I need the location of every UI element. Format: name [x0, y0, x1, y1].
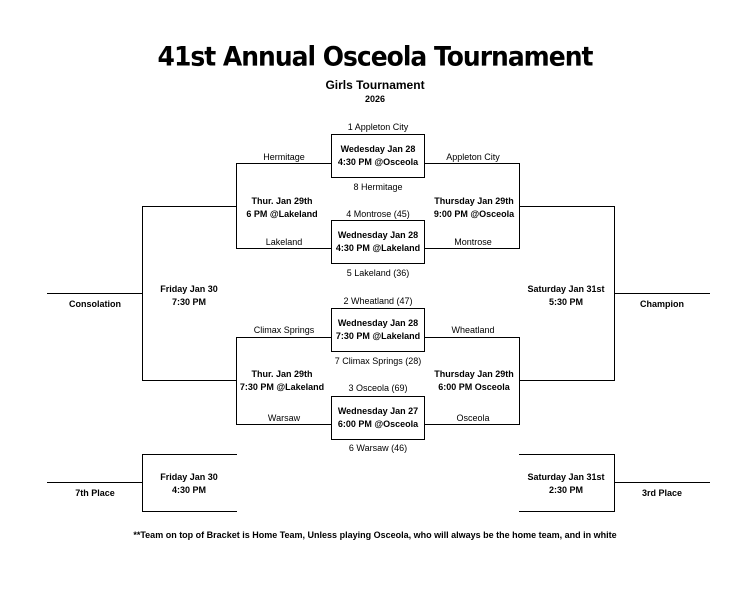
third-time: 2:30 PM — [548, 485, 583, 495]
game-4-date: Wednesday Jan 27 — [337, 406, 419, 416]
champion-label: Champion — [640, 299, 684, 309]
tournament-subtitle: Girls Tournament — [325, 78, 425, 92]
semi-left-top: Thur. Jan 29th 6 PM @Lakeland — [182, 195, 382, 221]
game-2-time: 4:30 PM @Lakeland — [335, 243, 421, 253]
semi-left-bottom: Thur. Jan 29th 7:30 PM @Lakeland — [182, 368, 382, 394]
line-g4-left — [236, 424, 332, 426]
seed-team-bottom-1: 8 Hermitage — [353, 182, 403, 192]
left-label-2: Lakeland — [265, 237, 303, 247]
seed-team-top-4: 3 Osceola (69) — [348, 383, 408, 393]
line-g3-left — [236, 337, 332, 339]
line-left-top-out — [142, 206, 237, 208]
semi-left-top-date: Thur. Jan 29th — [251, 196, 313, 206]
game-3-time: 7:30 PM @Lakeland — [335, 331, 421, 341]
seventh-place-label: 7th Place — [75, 488, 115, 498]
seed-team-top-3: 2 Wheatland (47) — [343, 296, 413, 306]
right-label-2: Montrose — [454, 237, 492, 247]
seed-team-top-2: 4 Montrose (45) — [346, 209, 410, 219]
line-left-bottom-out — [142, 380, 237, 382]
game-2-date: Wednesday Jan 28 — [337, 230, 419, 240]
consolation-game: Friday Jan 30 7:30 PM — [89, 283, 289, 309]
line-g2-right — [424, 248, 520, 250]
seventh-time: 4:30 PM — [171, 485, 206, 495]
left-label-3: Climax Springs — [253, 325, 315, 335]
seed-team-top-1: 1 Appleton City — [347, 122, 409, 132]
champion-time: 5:30 PM — [548, 297, 583, 307]
semi-right-top: Thursday Jan 29th 9:00 PM @Osceola — [374, 195, 574, 221]
champion-game: Saturday Jan 31st 5:30 PM — [466, 283, 666, 309]
game-box-1: Wedesday Jan 28 4:30 PM @Osceola — [331, 134, 425, 178]
game-4-time: 6:00 PM @Osceola — [337, 419, 419, 429]
line-g1-right — [424, 163, 520, 165]
line-g3-right — [424, 337, 520, 339]
seventh-date: Friday Jan 30 — [160, 472, 218, 482]
third-place-label: 3rd Place — [641, 488, 683, 498]
line-right-top-out — [519, 206, 615, 208]
line-third-out — [614, 482, 710, 484]
semi-right-bottom-time: 6:00 PM Osceola — [438, 382, 510, 392]
line-third-top — [519, 454, 615, 456]
tournament-title: 41st Annual Osceola Tournament — [157, 40, 594, 73]
third-game: Saturday Jan 31st 2:30 PM — [466, 471, 666, 497]
seventh-game: Friday Jan 30 4:30 PM — [89, 471, 289, 497]
consolation-date: Friday Jan 30 — [160, 284, 218, 294]
semi-right-top-date: Thursday Jan 29th — [434, 196, 514, 206]
line-seventh-bottom — [142, 511, 237, 513]
left-label-4: Warsaw — [267, 413, 301, 423]
line-seventh-out — [47, 482, 143, 484]
champion-date: Saturday Jan 31st — [527, 284, 605, 294]
game-box-3: Wednesday Jan 28 7:30 PM @Lakeland — [331, 308, 425, 352]
line-g2-left — [236, 248, 332, 250]
semi-right-bottom: Thursday Jan 29th 6:00 PM Osceola — [374, 368, 574, 394]
game-1-date: Wedesday Jan 28 — [340, 144, 416, 154]
third-date: Saturday Jan 31st — [527, 472, 605, 482]
semi-left-bottom-time: 7:30 PM @Lakeland — [239, 382, 325, 392]
right-label-4: Osceola — [456, 413, 490, 423]
consolation-label: Consolation — [69, 299, 121, 309]
game-box-4: Wednesday Jan 27 6:00 PM @Osceola — [331, 396, 425, 440]
seed-team-bottom-2: 5 Lakeland (36) — [346, 268, 410, 278]
seed-team-bottom-4: 6 Warsaw (46) — [348, 443, 408, 453]
semi-right-top-time: 9:00 PM @Osceola — [433, 209, 515, 219]
game-1-time: 4:30 PM @Osceola — [337, 157, 419, 167]
line-consolation-out — [47, 293, 143, 295]
line-g1-left — [236, 163, 332, 165]
consolation-time: 7:30 PM — [171, 297, 206, 307]
left-label-1: Hermitage — [263, 152, 305, 162]
game-3-date: Wednesday Jan 28 — [337, 318, 419, 328]
footnote: **Team on top of Bracket is Home Team, U… — [133, 530, 617, 540]
line-seventh-top — [142, 454, 237, 456]
tournament-year: 2026 — [364, 94, 386, 104]
right-label-3: Wheatland — [451, 325, 495, 335]
seed-team-bottom-3: 7 Climax Springs (28) — [334, 356, 422, 366]
game-box-2: Wednesday Jan 28 4:30 PM @Lakeland — [331, 220, 425, 264]
semi-right-bottom-date: Thursday Jan 29th — [434, 369, 514, 379]
line-third-bottom — [519, 511, 615, 513]
right-label-1: Appleton City — [446, 152, 500, 162]
semi-left-bottom-date: Thur. Jan 29th — [251, 369, 313, 379]
line-champion-out — [614, 293, 710, 295]
semi-left-top-time: 6 PM @Lakeland — [246, 209, 318, 219]
line-right-bottom-out — [519, 380, 615, 382]
line-g4-right — [424, 424, 520, 426]
